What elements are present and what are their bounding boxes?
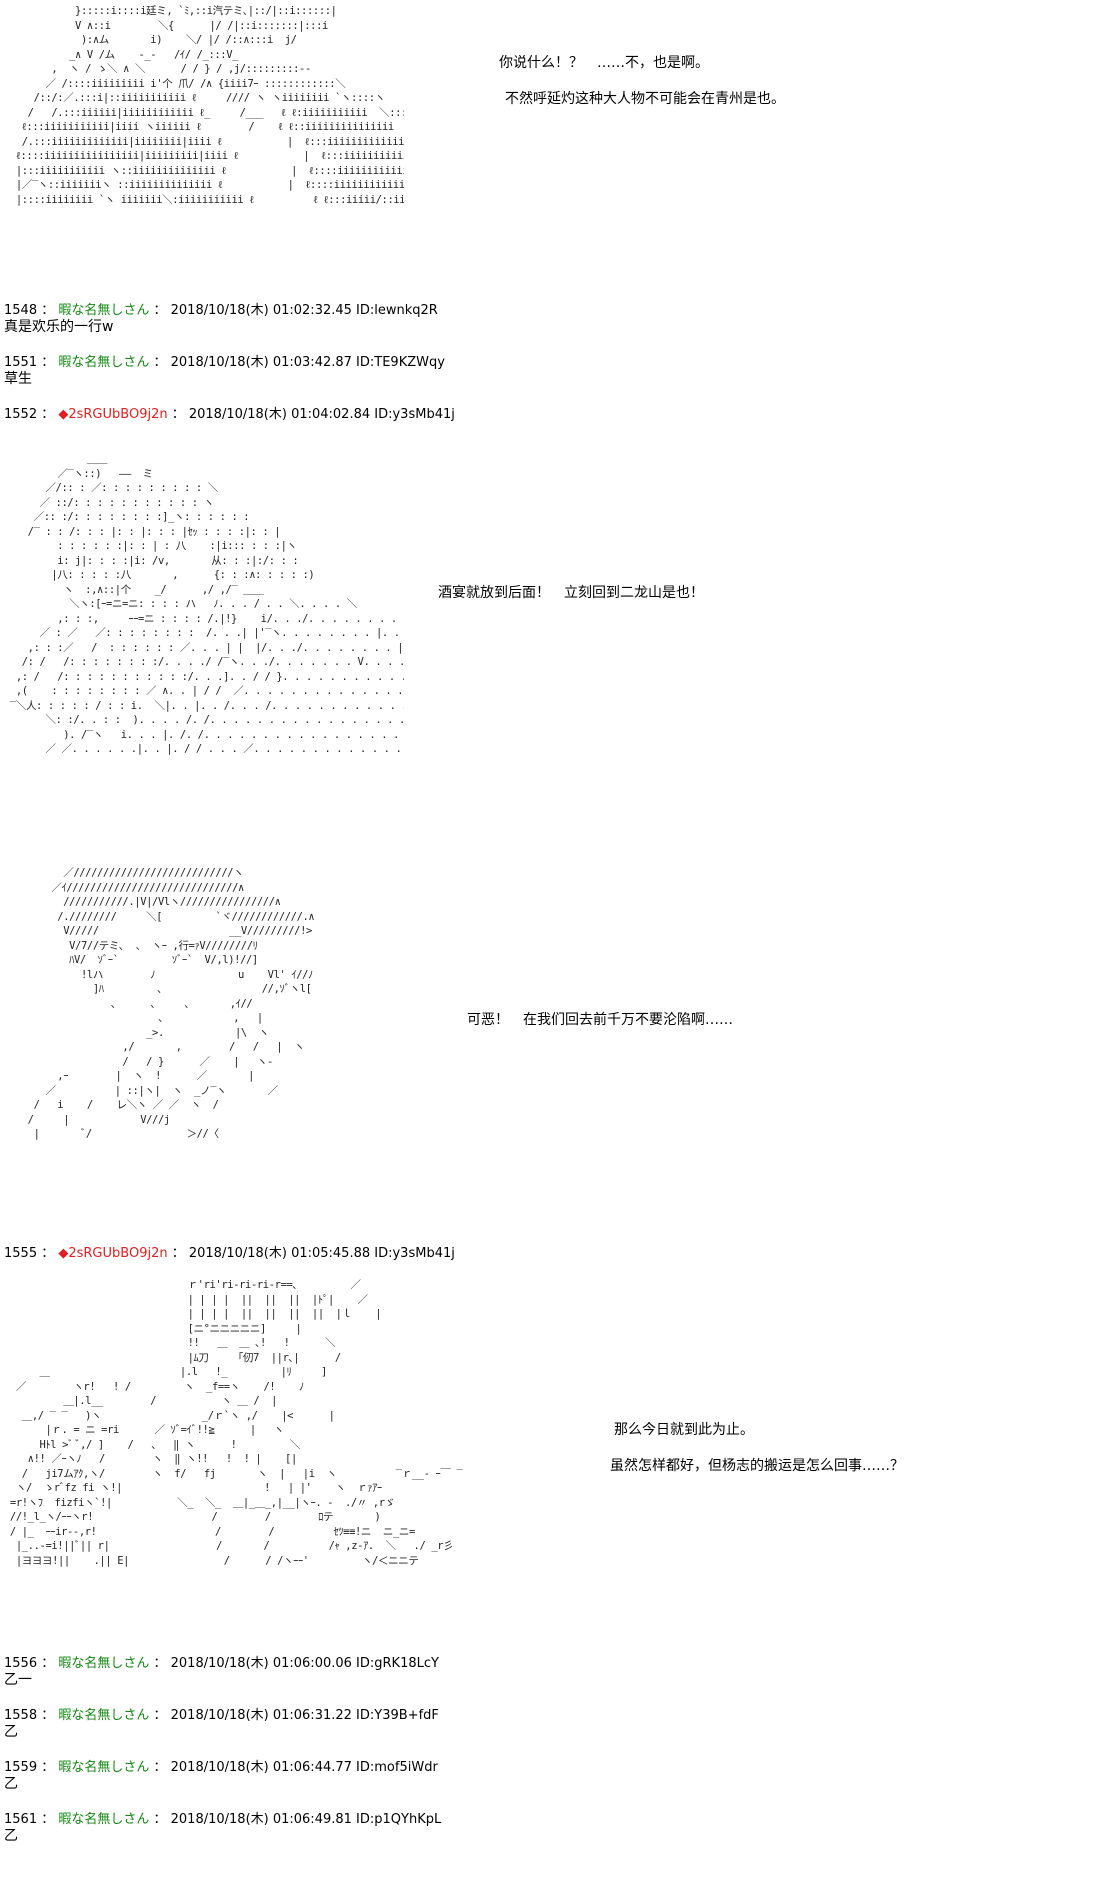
post-header: 1548 ： 暇な名無しさん ： 2018/10/18(木) 01:02:32.… [4, 303, 438, 318]
post-date: 2018/10/18(木) 01:06:44.77 [170, 1760, 352, 1775]
post-number: 1552 [4, 407, 38, 422]
post-date: 2018/10/18(木) 01:06:49.81 [170, 1812, 352, 1827]
post-date: 2018/10/18(木) 01:06:00.06 [170, 1656, 352, 1671]
post-date: 2018/10/18(木) 01:05:45.88 [188, 1246, 371, 1261]
dialogue-line: 酒宴就放到后面！ 立刻回到二龙山是也！ [438, 585, 704, 601]
post-body: 乙 [4, 1776, 18, 1792]
poster-name[interactable]: 暇な名無しさん [58, 1708, 150, 1723]
post: 1561 ： 暇な名無しさん ： 2018/10/18(木) 01:06:49.… [4, 1811, 441, 1845]
poster-name[interactable]: 暇な名無しさん [58, 1656, 150, 1671]
post-body: 草生 [4, 371, 32, 387]
poster-name[interactable]: 暇な名無しさん [58, 355, 150, 370]
post-date: 2018/10/18(木) 01:06:31.22 [170, 1708, 352, 1723]
ascii-art-scene-4: ｒ'ri'ri‐ri‐ri‐r==､ ／ | | | | || || || |ﾄ… [9, 1279, 463, 1567]
dialogue-line: 虽然怎样都好，但杨志的搬运是怎么回事……？ [610, 1458, 904, 1474]
poster-id[interactable]: ID:p1QYhKpL [356, 1812, 442, 1827]
post: 1555 ： ◆2sRGUbBO9j2n ： 2018/10/18(木) 01:… [4, 1245, 455, 1262]
ascii-art-figure-3: ／///////////////////////////ヽ ／ｲ////////… [27, 867, 315, 1140]
poster-id[interactable]: ID:y3sMb41j [374, 1246, 455, 1261]
post-date: 2018/10/18(木) 01:03:42.87 [170, 355, 352, 370]
poster-id[interactable]: ID:y3sMb41j [374, 407, 455, 422]
post-body: 乙 [4, 1724, 18, 1740]
post-number: 1548 [4, 303, 38, 318]
post: 1558 ： 暇な名無しさん ： 2018/10/18(木) 01:06:31.… [4, 1707, 439, 1741]
post-number: 1561 [4, 1812, 38, 1827]
poster-id[interactable]: ID:mof5iWdr [356, 1760, 438, 1775]
dialogue-line: 那么今日就到此为止。 [614, 1422, 754, 1438]
dialogue-line: 你说什么！？ ……不，也是啊。 [499, 55, 709, 71]
dialogue-line: 不然呼延灼这种大人物不可能会在青州是也。 [505, 91, 785, 107]
post-header: 1561 ： 暇な名無しさん ： 2018/10/18(木) 01:06:49.… [4, 1812, 442, 1827]
post: 1559 ： 暇な名無しさん ： 2018/10/18(木) 01:06:44.… [4, 1759, 438, 1793]
poster-id[interactable]: ID:TE9KZWqy [356, 355, 445, 370]
post-header: 1558 ： 暇な名無しさん ： 2018/10/18(木) 01:06:31.… [4, 1708, 439, 1723]
ascii-art-figure-2: ＿＿ ／‾ヽ::) ―― ミ ／/:: : ／: : : : : : : : :… [9, 453, 404, 755]
dialogue-line: 可恶！ 在我们回去前千万不要沦陷啊…… [467, 1012, 733, 1028]
post-body: 真是欢乐的一行w [4, 319, 114, 335]
post-number: 1551 [4, 355, 38, 370]
post-body: 乙一 [4, 1672, 32, 1688]
poster-id[interactable]: ID:Y39B+fdF [356, 1708, 439, 1723]
poster-tripcode[interactable]: ◆2sRGUbBO9j2n [58, 407, 168, 422]
post-header: 1555 ： ◆2sRGUbBO9j2n ： 2018/10/18(木) 01:… [4, 1246, 455, 1261]
post-number: 1555 [4, 1246, 38, 1261]
poster-name[interactable]: 暇な名無しさん [58, 1760, 150, 1775]
post-header: 1551 ： 暇な名無しさん ： 2018/10/18(木) 01:03:42.… [4, 355, 445, 370]
post-date: 2018/10/18(木) 01:04:02.84 [188, 407, 371, 422]
poster-tripcode[interactable]: ◆2sRGUbBO9j2n [58, 1246, 168, 1261]
post: 1551 ： 暇な名無しさん ： 2018/10/18(木) 01:03:42.… [4, 354, 445, 388]
poster-id[interactable]: ID:lewnkq2R [356, 303, 438, 318]
post-header: 1559 ： 暇な名無しさん ： 2018/10/18(木) 01:06:44.… [4, 1760, 438, 1775]
post-number: 1556 [4, 1656, 38, 1671]
post-number: 1559 [4, 1760, 38, 1775]
poster-name[interactable]: 暇な名無しさん [58, 303, 150, 318]
ascii-art-figure-1: }:::::i::::i廷ミ, `ﾐ,::i汽テミ､|::/|::i::::::… [15, 5, 404, 206]
post-body: 乙 [4, 1828, 18, 1844]
post-number: 1558 [4, 1708, 38, 1723]
poster-name[interactable]: 暇な名無しさん [58, 1812, 150, 1827]
post: 1556 ： 暇な名無しさん ： 2018/10/18(木) 01:06:00.… [4, 1655, 439, 1689]
post-header: 1552 ： ◆2sRGUbBO9j2n ： 2018/10/18(木) 01:… [4, 407, 455, 422]
poster-id[interactable]: ID:gRK18LcY [356, 1656, 439, 1671]
post: 1548 ： 暇な名無しさん ： 2018/10/18(木) 01:02:32.… [4, 302, 438, 336]
post-date: 2018/10/18(木) 01:02:32.45 [170, 303, 352, 318]
post-header: 1556 ： 暇な名無しさん ： 2018/10/18(木) 01:06:00.… [4, 1656, 439, 1671]
post: 1552 ： ◆2sRGUbBO9j2n ： 2018/10/18(木) 01:… [4, 406, 455, 423]
